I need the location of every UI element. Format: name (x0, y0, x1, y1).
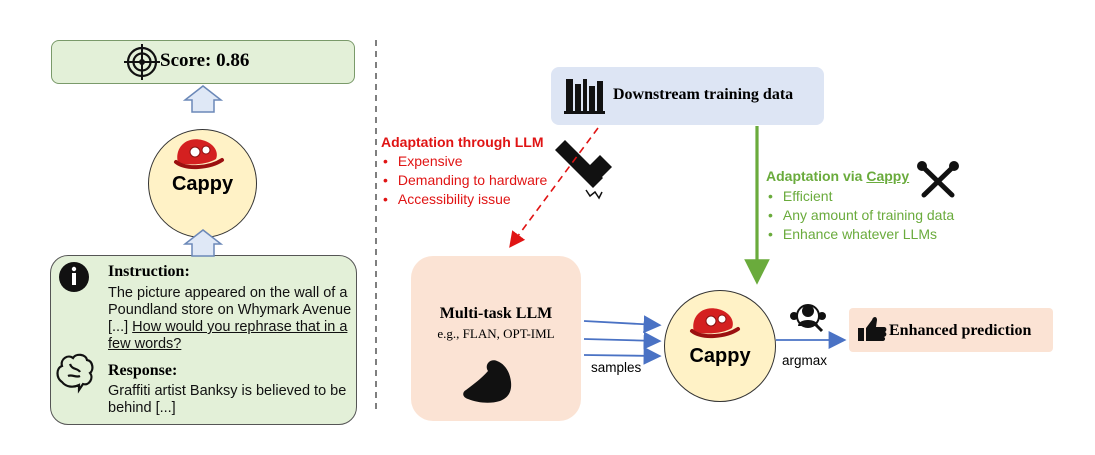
sample-arrow-3 (583, 346, 662, 365)
argmax-label: argmax (782, 353, 828, 368)
instruction-question: How would you rephrase that in a few wor… (108, 319, 348, 352)
list-item: Efficient (768, 187, 954, 206)
up-arrow-bottom (182, 229, 224, 257)
llm-adaptation-list: Expensive Demanding to hardware Accessib… (383, 152, 547, 209)
hammer-icon (555, 140, 612, 200)
downstream-data-label: Downstream training data (613, 86, 794, 103)
cappy-label-left: Cappy (171, 173, 234, 195)
muscle-icon (463, 360, 512, 403)
list-item: Demanding to hardware (383, 171, 547, 190)
list-item: Enhance whatever LLMs (768, 225, 954, 244)
cappy-label-right: Cappy (689, 345, 751, 367)
cappy-link[interactable]: Cappy (866, 168, 910, 184)
multitask-llm-title: Multi-task LLM (439, 305, 553, 322)
instruction-box (50, 255, 357, 425)
instruction-text: The picture appeared on the wall of a Po… (108, 285, 353, 353)
cappy-adaptation-heading: Adaptation via Cappy (766, 168, 909, 184)
cappy-adaptation-list: Efficient Any amount of training data En… (768, 187, 954, 244)
up-arrow-top (182, 85, 224, 113)
cappy-circle-right (664, 290, 776, 402)
cappy-cap-icon-left (174, 139, 224, 169)
list-item: Accessibility issue (383, 190, 547, 209)
instruction-text-main: The picture appeared on the wall of a Po… (108, 285, 352, 335)
list-item: Expensive (383, 152, 547, 171)
samples-label: samples (591, 360, 642, 375)
thumbs-up-icon (858, 317, 887, 341)
list-item: Any amount of training data (768, 206, 954, 225)
sample-arrow-1 (583, 315, 662, 334)
info-icon (59, 262, 89, 292)
sample-arrow-2 (583, 331, 662, 350)
instruction-label: Instruction: (108, 263, 190, 280)
enhanced-prediction-label: Enhanced prediction (889, 322, 1032, 339)
downstream-data-box (551, 67, 824, 125)
score-label: Score: 0.86 (160, 50, 250, 71)
cappy-adaptation-heading-prefix: Adaptation via (766, 168, 867, 184)
score-box (51, 40, 355, 84)
response-text: Graffiti artist Banksy is believed to be… (108, 383, 347, 416)
llm-adaptation-arrow (509, 127, 599, 248)
llm-adaptation-heading: Adaptation through LLM (381, 134, 544, 150)
cappy-cap-icon-right (690, 308, 740, 338)
multitask-llm-subtitle: e.g., FLAN, OPT-IML (437, 326, 555, 341)
target-icon (124, 44, 160, 80)
books-icon (564, 79, 605, 114)
response-label: Response: (108, 362, 178, 379)
brain-icon (56, 353, 94, 394)
group-icon (790, 304, 826, 333)
